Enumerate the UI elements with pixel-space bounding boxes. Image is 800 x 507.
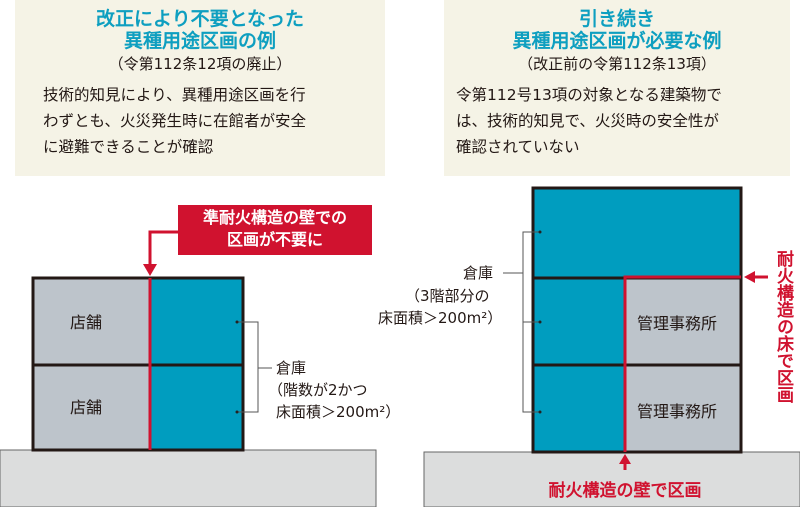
bracket-dot — [538, 230, 542, 234]
left-arrow-icon — [744, 271, 755, 283]
right-body: 令第112号13項の対象となる建築物では、技術的知見で、火災時の安全性が確認され… — [456, 82, 790, 160]
left-warehouse-label: 倉庫 — [276, 359, 307, 377]
title-line: 引き続き — [578, 8, 655, 30]
bracket-dot — [235, 410, 239, 414]
office-label: 管理事務所 — [637, 314, 718, 333]
title-line: 改正により不要となった — [95, 8, 305, 30]
bracket-dot — [538, 320, 542, 324]
right-ground — [423, 451, 800, 507]
left-subtitle: （令第112条12項の廃止） — [108, 55, 292, 73]
left-ground — [0, 449, 377, 507]
down-arrow-icon — [143, 264, 157, 276]
body-line: 令第112号13項の対象となる建築物で — [456, 86, 722, 104]
floor-partition-label: 耐火構造の床で区画 — [773, 250, 793, 403]
title-line: 異種用途区画の例 — [123, 30, 276, 52]
left-bracket — [237, 321, 259, 413]
body-line: 確認されていない — [456, 138, 580, 156]
right-info-panel: 引き続き異種用途区画が必要な例 （改正前の令第112条13項） 令第112号13… — [444, 0, 790, 176]
left-title: 改正により不要となった異種用途区画の例 — [15, 8, 385, 52]
left-body: 技術的知見により、異種用途区画を行わずとも、火災発生時に在館者が安全に避難できる… — [43, 82, 385, 160]
wall-partition-label: 耐火構造の壁で区画 — [548, 481, 702, 501]
left-callout-box — [178, 205, 372, 255]
right-title: 引き続き異種用途区画が必要な例 — [444, 8, 790, 52]
office-label: 管理事務所 — [637, 402, 718, 421]
right-building-outline — [531, 186, 743, 454]
left-warehouse-note: 床面積＞200m²） — [276, 403, 401, 421]
right-warehouse-note: 床面積＞200m²） — [378, 309, 503, 327]
store-label: 店舗 — [70, 398, 103, 417]
body-line: わずとも、火災発生時に在館者が安全 — [43, 112, 307, 130]
callout-line: 区画が不要に — [226, 230, 323, 249]
right-warehouse-note: （3階部分の — [405, 287, 490, 305]
left-info-panel: 改正により不要となった異種用途区画の例 （令第112条12項の廃止） 技術的知見… — [15, 0, 385, 176]
right-warehouse-label: 倉庫 — [463, 264, 494, 282]
right-subtitle: （改正前の令第112条13項） — [518, 55, 716, 73]
callout-line: 準耐火構造の壁での — [202, 208, 347, 227]
bracket-dot — [235, 320, 239, 324]
left-warehouse-note: （階数が2かつ — [268, 381, 368, 399]
body-line: 技術的知見により、異種用途区画を行 — [43, 86, 306, 104]
left-callout-leader — [148, 230, 178, 266]
left-callout-text: 準耐火構造の壁での区画が不要に — [178, 207, 372, 251]
store-label: 店舗 — [70, 313, 103, 332]
body-line: は、技術的知見で、火災時の安全性が — [456, 112, 719, 130]
bracket-dot — [538, 410, 542, 414]
up-arrow-icon — [619, 454, 631, 464]
body-line: に避難できることが確認 — [43, 138, 214, 156]
title-line: 異種用途区画が必要な例 — [512, 30, 722, 52]
right-red-partition — [623, 275, 741, 452]
